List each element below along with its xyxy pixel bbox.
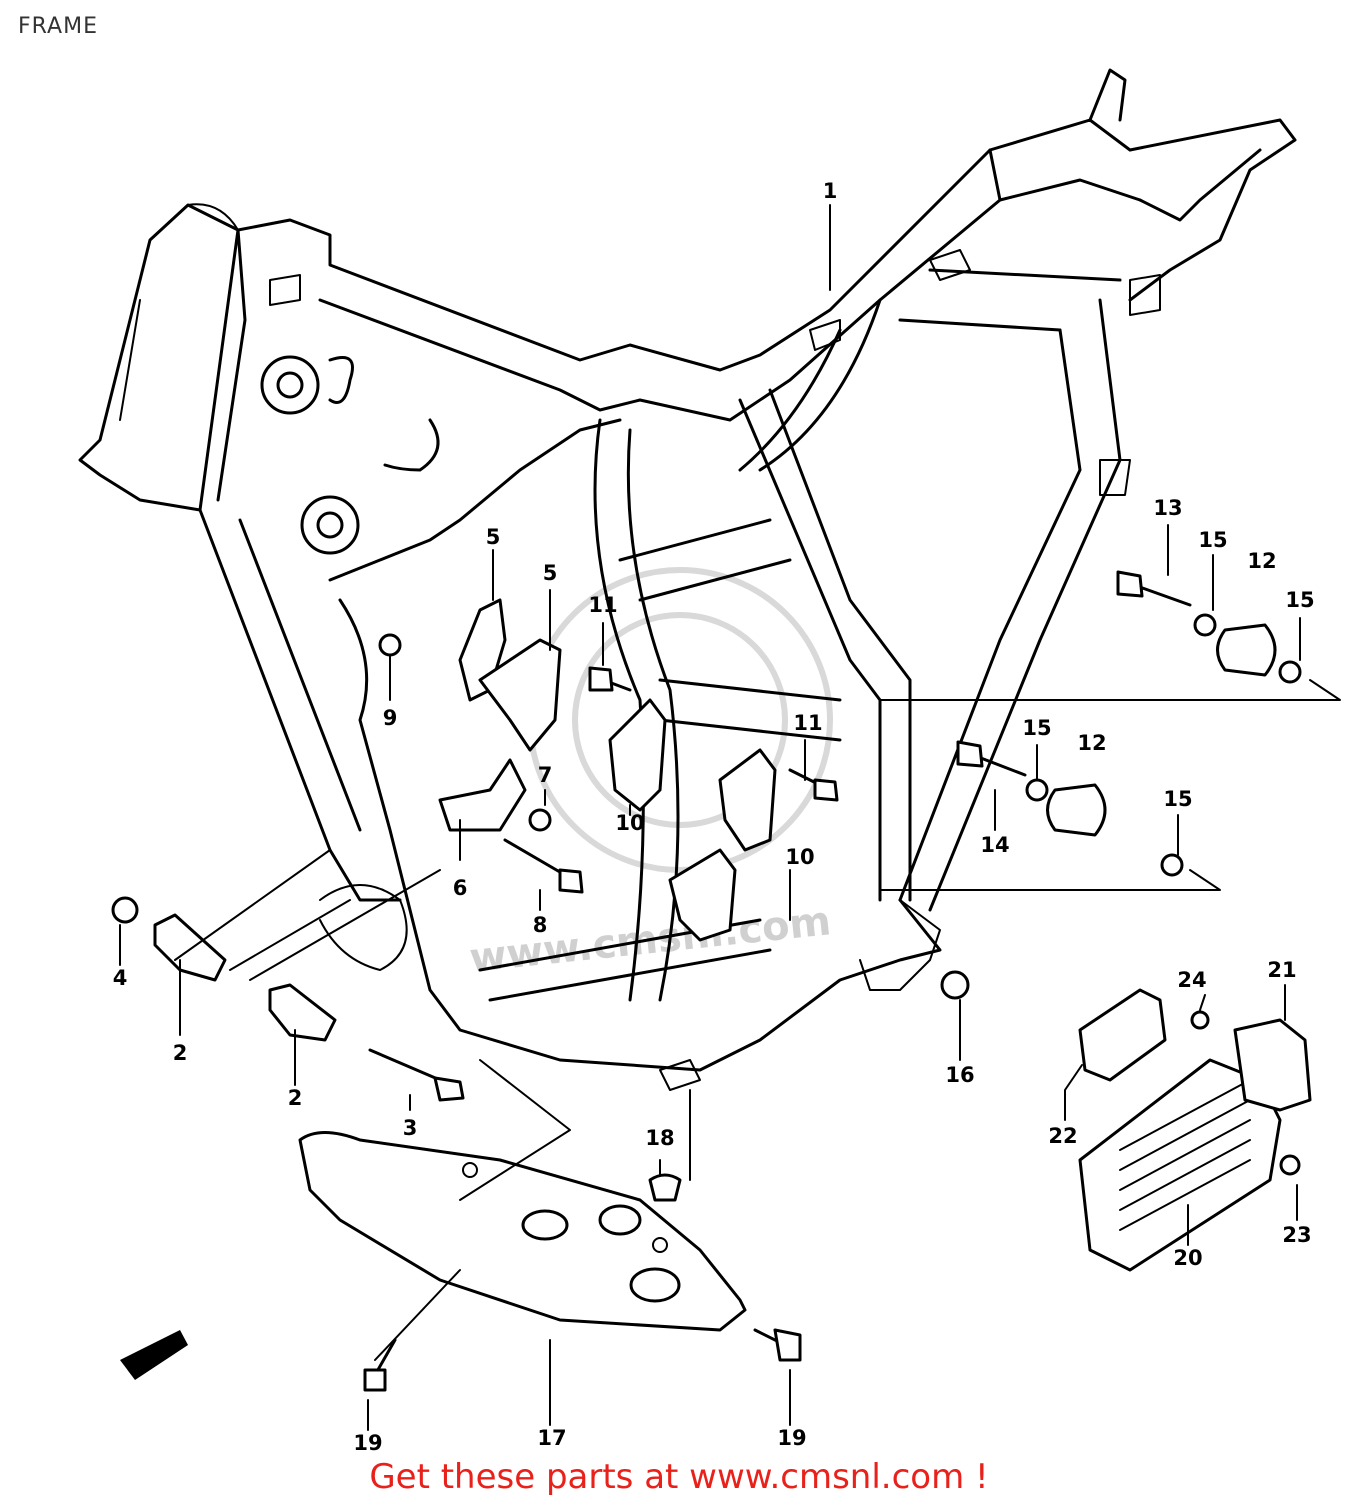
nuts-washers [111, 613, 1302, 1202]
callout-2: 2 [288, 1086, 303, 1110]
callout-5: 5 [543, 561, 558, 585]
callout-19: 19 [777, 1426, 806, 1450]
callout-17: 17 [537, 1426, 566, 1450]
callout-4: 4 [113, 966, 128, 990]
callout-11: 11 [793, 711, 822, 735]
callout-10: 10 [615, 811, 644, 835]
callout-22: 22 [1048, 1124, 1077, 1148]
callout-15: 15 [1163, 787, 1192, 811]
bolts [368, 570, 1192, 1102]
skid-plate [298, 1131, 747, 1332]
callout-24: 24 [1177, 968, 1206, 992]
main-frame [78, 68, 1297, 1091]
callout-19: 19 [353, 1431, 382, 1455]
callout-5: 5 [486, 525, 501, 549]
callout-16: 16 [945, 1063, 974, 1087]
brackets [153, 913, 337, 1042]
callout-23: 23 [1282, 1223, 1311, 1247]
promo-link[interactable]: Get these parts at www.cmsnl.com ! [369, 1457, 989, 1497]
callout-11: 11 [588, 593, 617, 617]
callout-15: 15 [1285, 588, 1314, 612]
callout-10: 10 [785, 845, 814, 869]
tool-box [1078, 988, 1312, 1272]
callout-9: 9 [383, 706, 398, 730]
callout-20: 20 [1173, 1246, 1202, 1270]
engine-hanger-plates [378, 598, 777, 942]
bushings [1046, 623, 1277, 837]
callout-3: 3 [403, 1116, 418, 1140]
callout-14: 14 [980, 833, 1009, 857]
callout-15: 15 [1198, 528, 1227, 552]
callout-8: 8 [533, 913, 548, 937]
callout-13: 13 [1153, 496, 1182, 520]
callout-12: 12 [1077, 731, 1106, 755]
page-title: FRAME [18, 14, 98, 39]
leader-lines [119, 204, 1341, 1431]
skid-plate-bolts [363, 1328, 802, 1392]
callout-12: 12 [1247, 549, 1276, 573]
callout-21: 21 [1267, 958, 1296, 982]
callout-7: 7 [538, 763, 553, 787]
callout-18: 18 [645, 1126, 674, 1150]
callout-6: 6 [453, 876, 468, 900]
callout-2: 2 [173, 1041, 188, 1065]
direction-arrow [120, 1330, 188, 1380]
callout-labels: 1 2 2 3 4 5 5 6 7 8 9 10 10 11 11 12 12 … [113, 179, 1315, 1455]
callout-1: 1 [823, 179, 838, 203]
callout-15: 15 [1022, 716, 1051, 740]
